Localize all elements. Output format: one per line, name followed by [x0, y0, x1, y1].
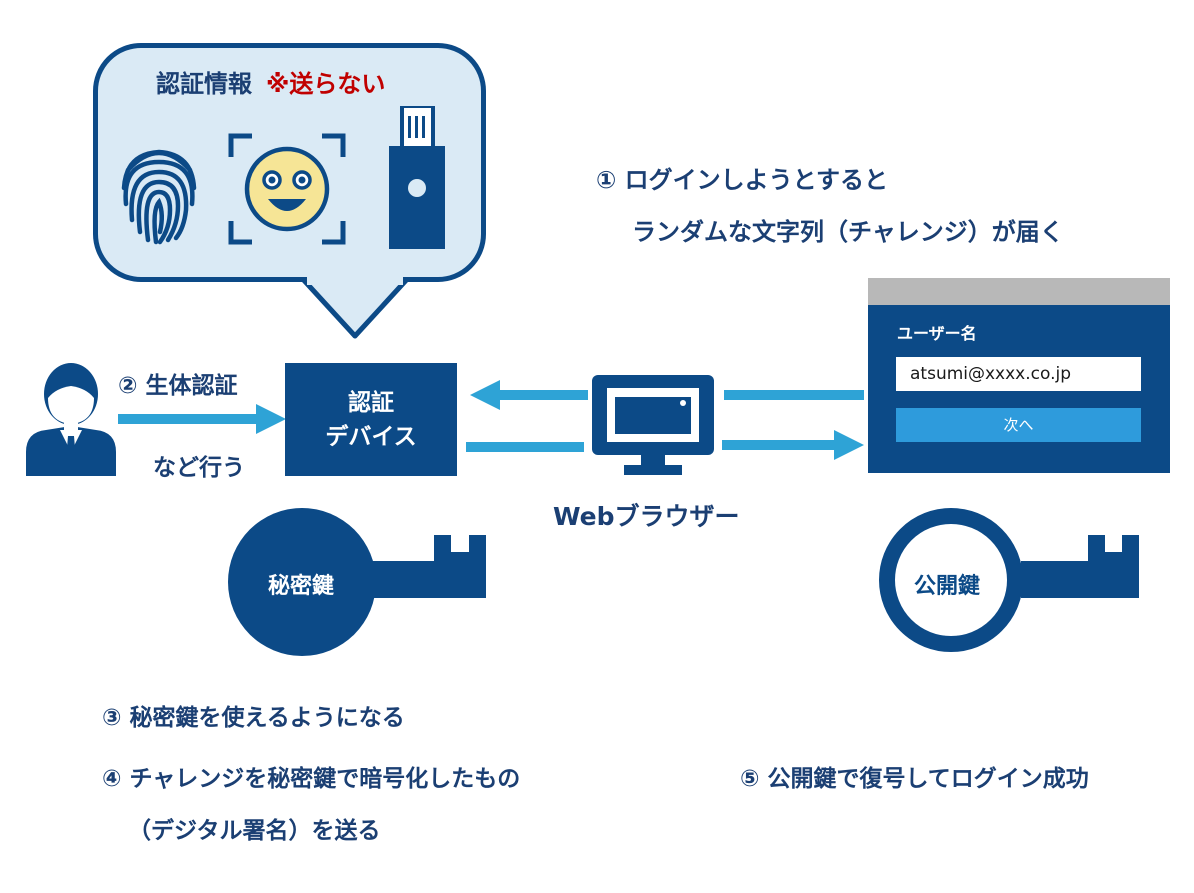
username-label: ユーザー名 [897, 324, 977, 343]
auth-device-box: 認証 デバイス [285, 363, 457, 476]
step1-line1: ① ログインしようとすると [596, 166, 888, 194]
security-key-icon [389, 106, 445, 249]
login-panel: ユーザー名 atsumi@xxxx.co.jp 次へ [868, 278, 1170, 473]
step5-text: ⑤ 公開鍵で復号してログイン成功 [740, 766, 1089, 792]
bubble-title-text: 認証情報 [156, 70, 252, 98]
public-key-label: 公開鍵 [914, 574, 981, 599]
bubble-tail-cover [307, 273, 403, 285]
arrow-server-to-browser [724, 390, 864, 400]
fingerprint-icon [121, 149, 197, 245]
private-key-icon [228, 508, 486, 656]
private-key-label: 秘密鍵 [268, 574, 335, 599]
login-panel-titlebar [868, 278, 1170, 305]
step4-line1: ④ チャレンジを秘密鍵で暗号化したもの [102, 766, 521, 792]
step4-line2: （デジタル署名）を送る [128, 818, 381, 844]
public-key-icon [879, 508, 1139, 652]
next-button[interactable]: 次へ [896, 408, 1141, 442]
arrow-device-to-browser [466, 442, 584, 452]
step2-line1: ② 生体認証 [118, 373, 238, 399]
user-avatar-icon [26, 363, 116, 476]
bubble-title: 認証情報 ※送らない [156, 64, 385, 99]
arrow-browser-to-device [470, 380, 588, 410]
step3-text: ③ 秘密鍵を使えるようになる [102, 705, 405, 731]
monitor-icon [592, 375, 714, 475]
arrow-browser-to-server [722, 430, 864, 460]
bubble-title-note: ※送らない [266, 70, 386, 98]
face-icon [228, 133, 346, 245]
browser-label: Webブラウザー [553, 502, 740, 531]
step1-line2: ランダムな文字列（チャレンジ）が届く [632, 218, 1064, 246]
device-label-line2: デバイス [325, 423, 417, 450]
device-label-line1: 認証 [348, 389, 394, 416]
step2-line2: など行う [153, 455, 245, 481]
arrow-user-to-device [118, 404, 286, 434]
username-field[interactable]: atsumi@xxxx.co.jp [896, 357, 1141, 391]
